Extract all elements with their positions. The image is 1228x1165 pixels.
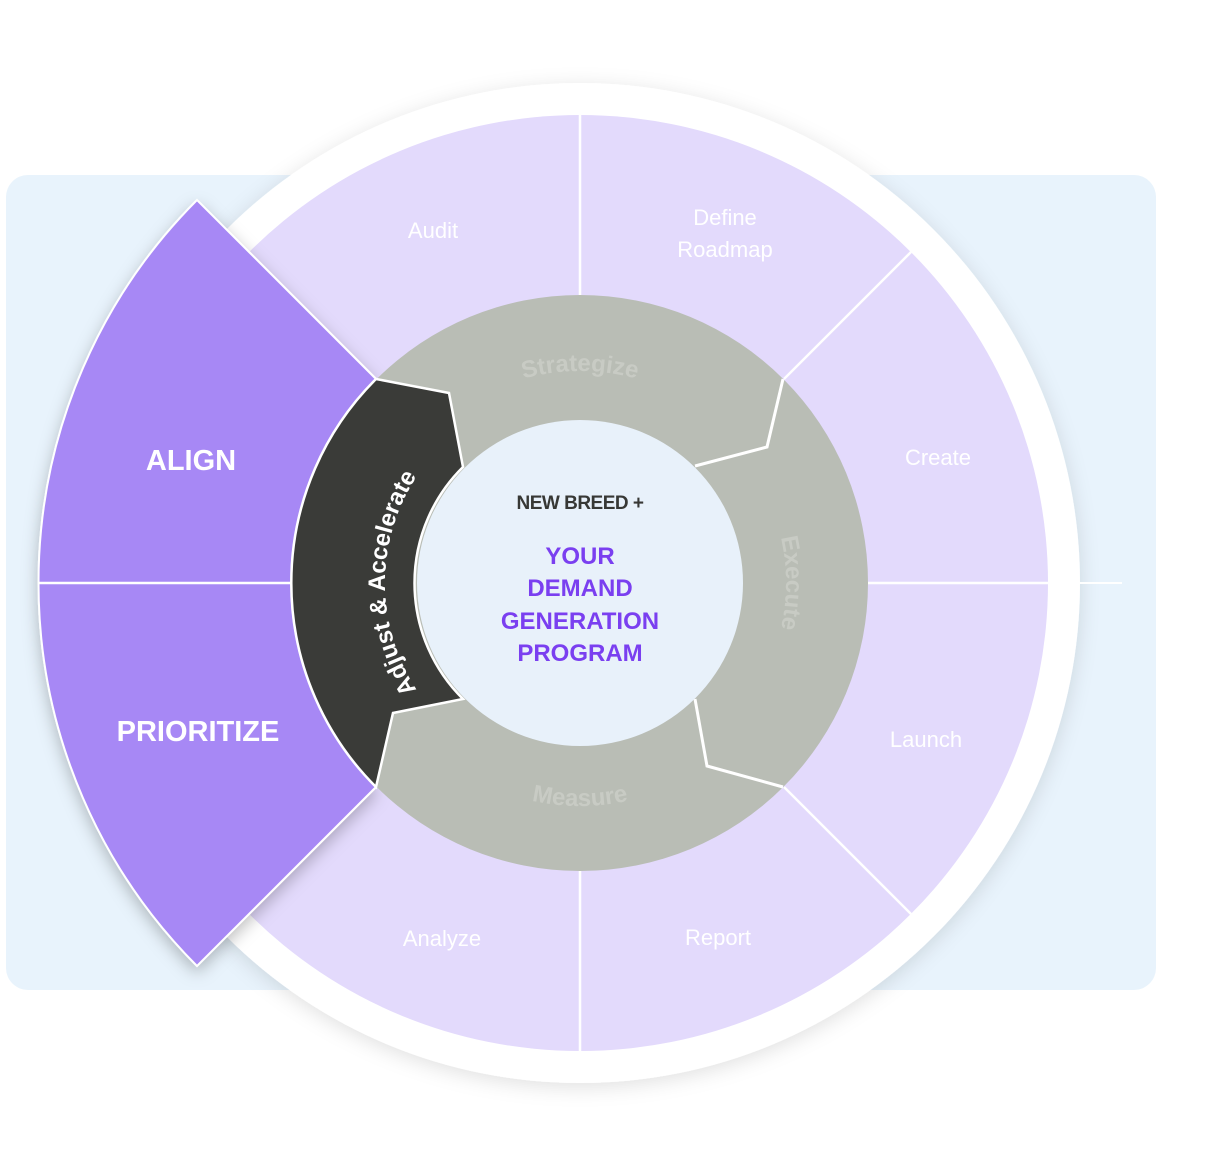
center-title-line-4: PROGRAM bbox=[517, 640, 642, 667]
center-title-line-2: DEMAND bbox=[527, 575, 632, 602]
label-prioritize: PRIORITIZE bbox=[117, 716, 280, 748]
adjust-accelerate-segment bbox=[290, 377, 466, 790]
inner-ring-dividers bbox=[693, 378, 785, 789]
label-measure: Measure bbox=[531, 780, 630, 812]
label-launch: Launch bbox=[890, 727, 962, 752]
label-audit: Audit bbox=[408, 218, 458, 243]
center-title-line-1: YOUR bbox=[545, 543, 614, 570]
center-disk bbox=[417, 420, 743, 746]
label-report: Report bbox=[685, 925, 751, 950]
brand-logo: NEW BREED + bbox=[517, 493, 644, 514]
label-align: ALIGN bbox=[146, 445, 236, 477]
label-roadmap: Roadmap bbox=[677, 237, 772, 262]
center-title-line-3: GENERATION bbox=[501, 608, 659, 635]
label-define: Define bbox=[693, 205, 757, 230]
label-analyze: Analyze bbox=[403, 926, 481, 951]
label-create: Create bbox=[905, 445, 971, 470]
